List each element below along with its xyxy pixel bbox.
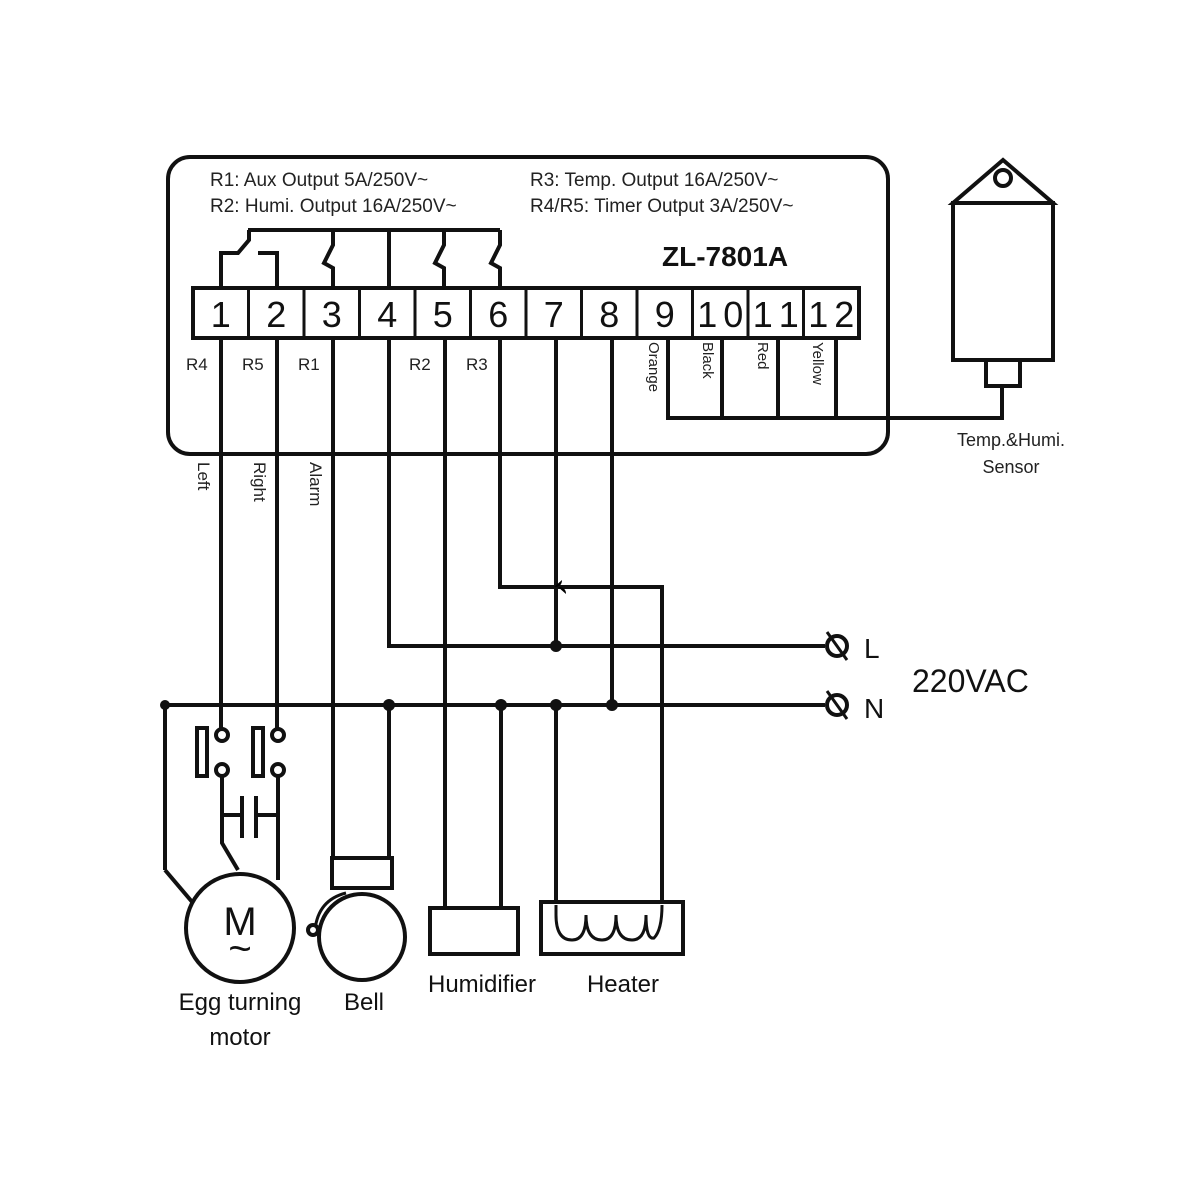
junction-dot	[550, 699, 562, 711]
output-label-right: Right	[250, 462, 269, 502]
heater-icon	[539, 900, 685, 956]
relay-label-r5: R5	[242, 355, 264, 374]
terminal-1: 1	[211, 294, 231, 335]
capacitor-icon	[240, 796, 258, 838]
motor-label-line2: motor	[209, 1024, 270, 1051]
wire-color-yellow: Yellow	[809, 342, 826, 385]
terminal-l	[825, 631, 849, 661]
junction-dot	[550, 640, 562, 652]
power-voltage-label: 220VAC	[912, 663, 1029, 699]
bell-icon	[306, 856, 407, 982]
motor-left-lead	[220, 776, 240, 872]
spec-r3: R3: Temp. Output 16A/250V~	[530, 170, 778, 191]
wire-color-red: Red	[754, 342, 771, 370]
relay-r4-contact	[219, 230, 251, 288]
timer-contact-right	[251, 726, 265, 778]
bell-label: Bell	[344, 989, 384, 1016]
relay-label-r2: R2	[409, 355, 431, 374]
terminal-n	[825, 690, 849, 720]
relay-r5-contact	[258, 251, 279, 288]
power-label-l: L	[864, 633, 880, 664]
output-label-left: Left	[194, 462, 213, 491]
terminal-4: 4	[377, 294, 397, 335]
heater-label: Heater	[587, 971, 659, 998]
spec-r4-r5: R4/R5: Timer Output 3A/250V~	[530, 196, 794, 217]
motor-switch-assembly	[163, 726, 286, 905]
power-label-n: N	[864, 693, 884, 724]
terminal-6: 6	[488, 294, 508, 335]
relay-r1-contact	[321, 230, 335, 288]
wire-crossovers	[554, 580, 566, 594]
motor-icon	[184, 872, 296, 984]
humidifier-icon	[428, 906, 520, 956]
wire-color-black: Black	[699, 342, 716, 379]
motor-ac-symbol: ~	[228, 927, 251, 971]
model-name: ZL-7801A	[662, 241, 788, 272]
junction-dot	[606, 699, 618, 711]
terminal-9: 9	[655, 294, 675, 335]
junction-dot	[383, 699, 395, 711]
relay-r3-contact	[488, 230, 502, 288]
sensor-label-line2: Sensor	[982, 457, 1039, 477]
sensor-hanger-hole	[993, 168, 1013, 188]
line-l-wire	[387, 338, 825, 648]
relay-contacts	[219, 228, 502, 288]
junction-dot	[495, 699, 507, 711]
spec-r2: R2: Humi. Output 16A/250V~	[210, 196, 457, 217]
relay-r2-contact	[432, 230, 446, 288]
terminal-5: 5	[433, 294, 453, 335]
r3-heater-wire	[498, 338, 664, 905]
terminal-8: 8	[599, 294, 619, 335]
terminal-2: 2	[266, 294, 286, 335]
humidifier-label: Humidifier	[428, 971, 536, 998]
spec-r1: R1: Aux Output 5A/250V~	[210, 170, 428, 191]
terminal-7: 7	[544, 294, 564, 335]
timer-contact-left	[195, 726, 209, 778]
motor-label-line1: Egg turning	[179, 989, 302, 1016]
sensor-body	[951, 201, 1055, 362]
motor-common-lead	[163, 868, 195, 905]
relay-label-r1: R1	[298, 355, 320, 374]
motor-symbol: M	[223, 900, 256, 944]
sensor-label-line1: Temp.&Humi.	[957, 430, 1065, 450]
relay-label-r3: R3	[466, 355, 488, 374]
sensor-plug	[984, 358, 1022, 388]
terminal-3: 3	[322, 294, 342, 335]
wire-color-orange: Orange	[645, 342, 662, 392]
junction-dot	[160, 700, 170, 710]
temp-humi-sensor	[947, 157, 1059, 388]
output-label-alarm: Alarm	[306, 462, 325, 506]
relay-label-r4: R4	[186, 355, 208, 374]
